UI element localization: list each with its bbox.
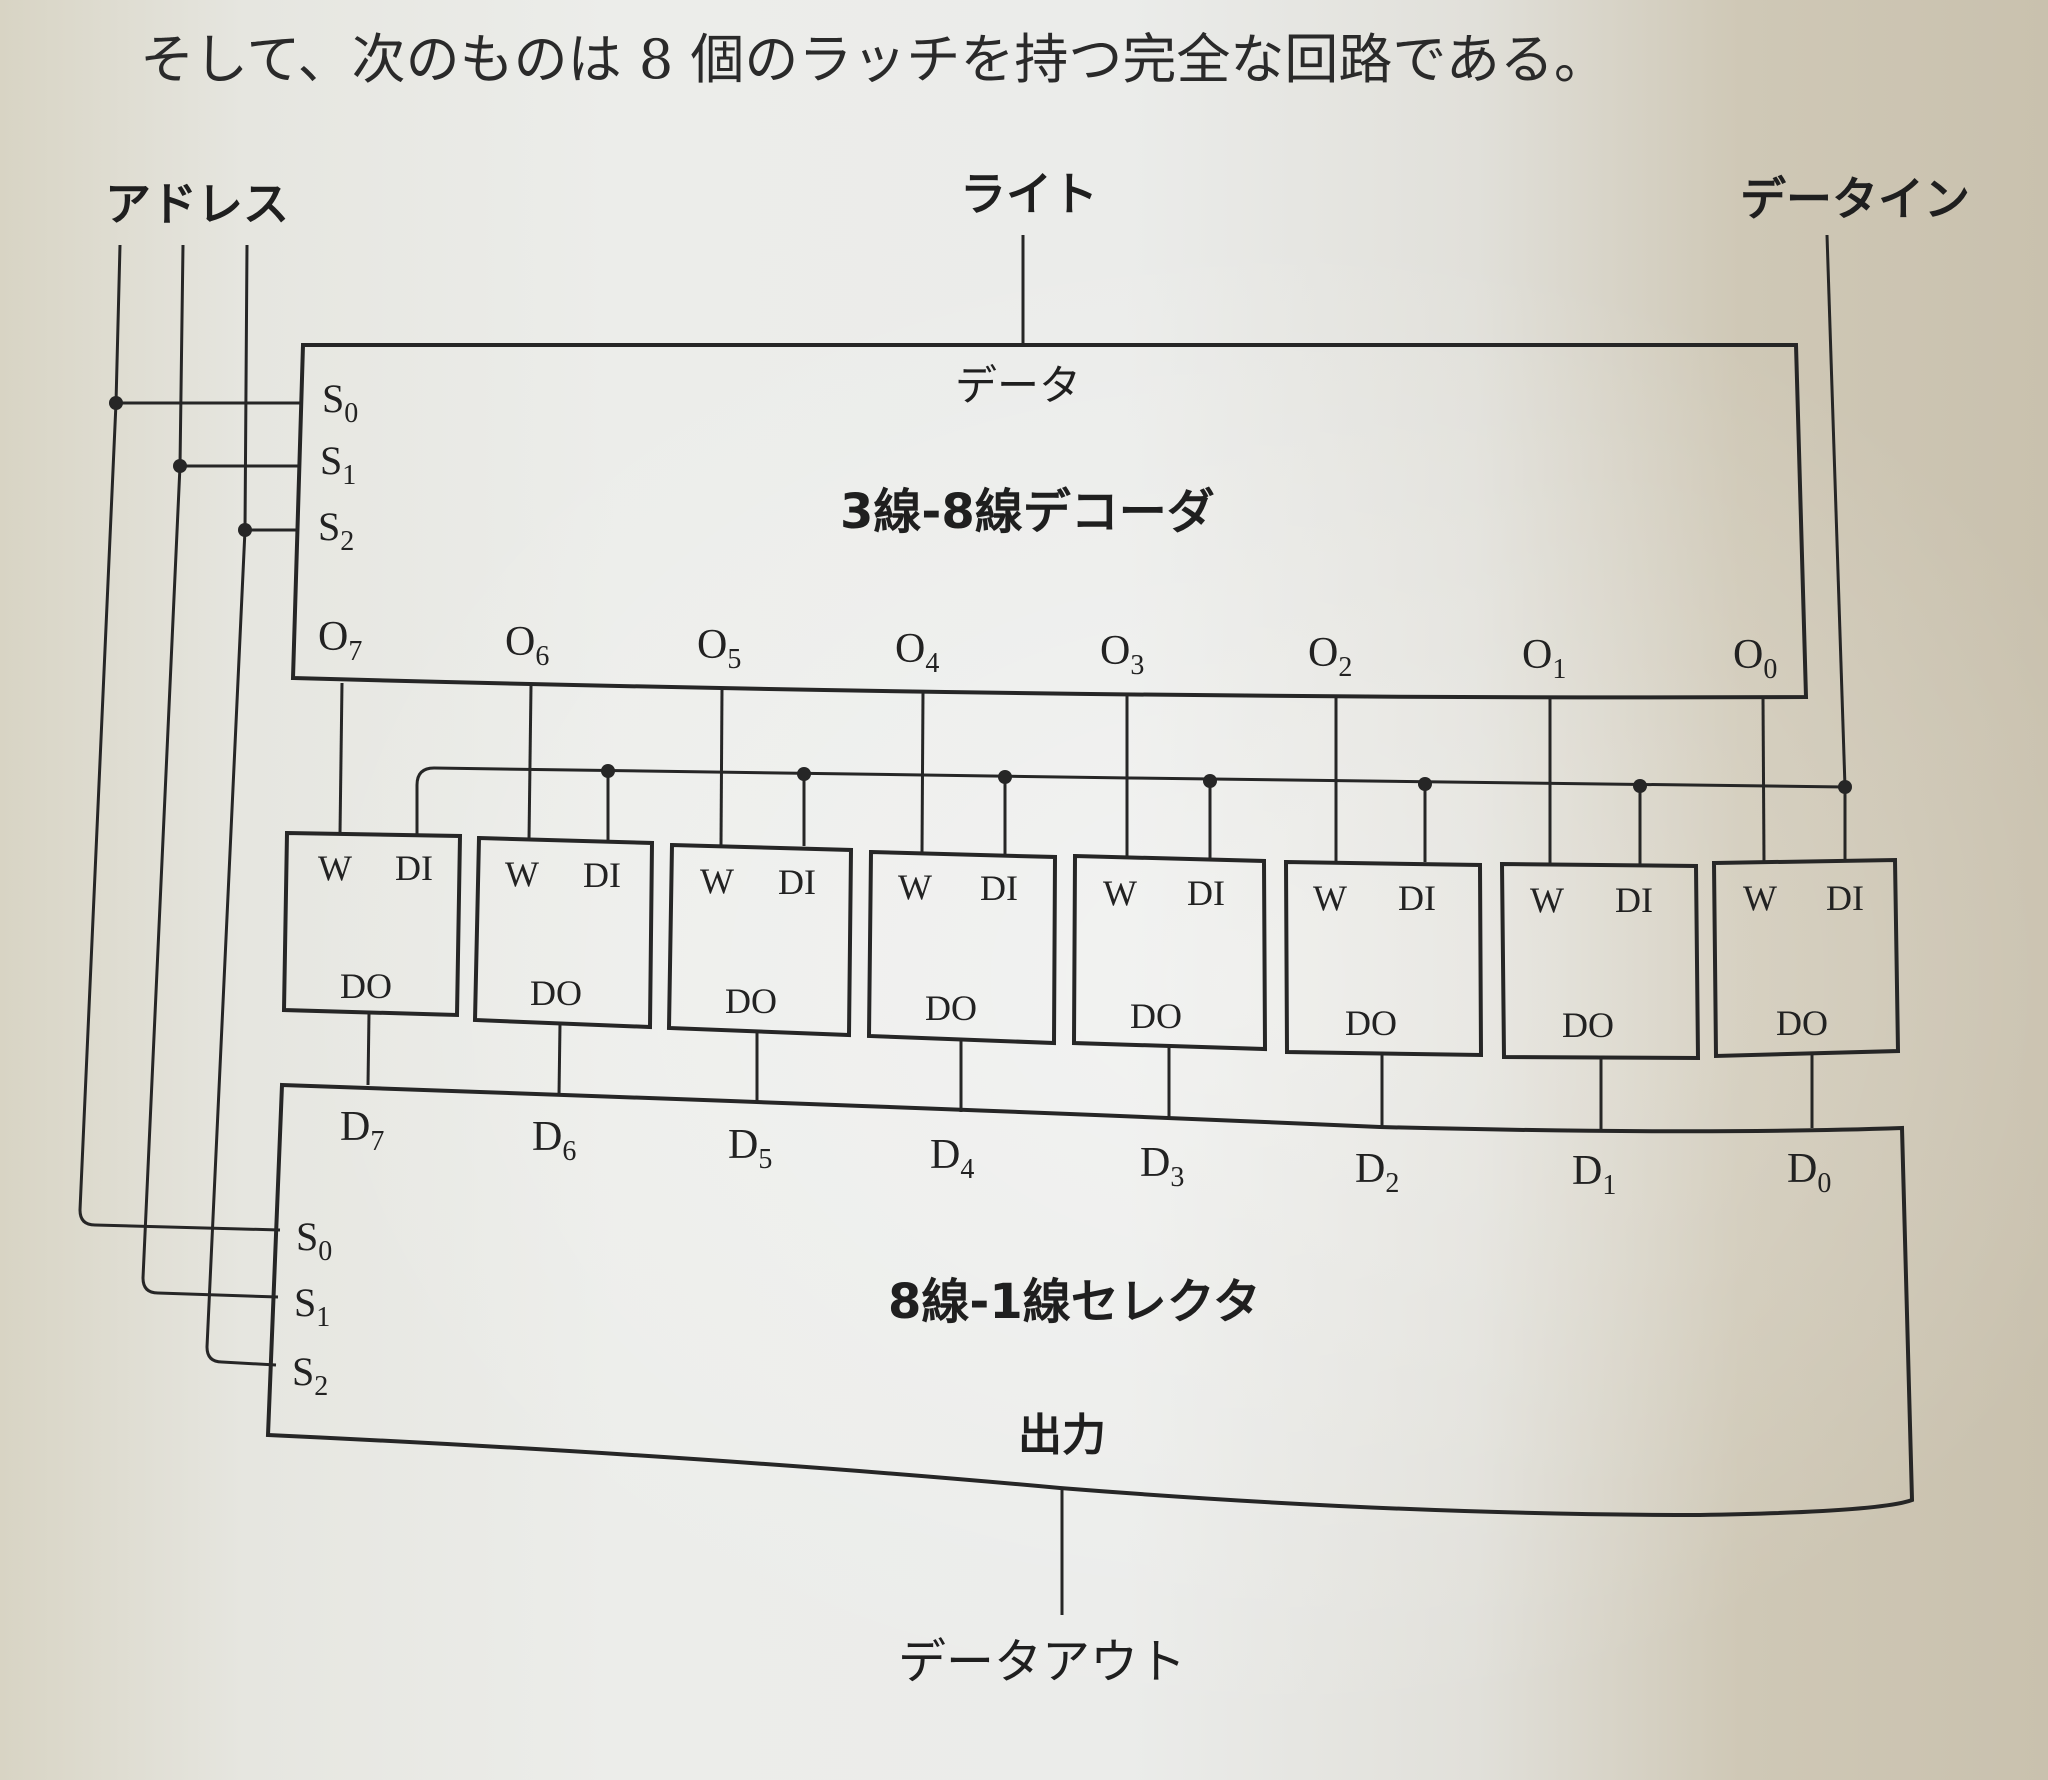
svg-text:DI: DI <box>583 855 621 895</box>
latch-6: W DI DO <box>472 835 655 1030</box>
decoder-output-pins: O7 O6 O5 O4 O3 O2 O1 O0 <box>318 614 1777 685</box>
svg-text:DO: DO <box>1776 1003 1828 1043</box>
data-bus <box>415 764 1852 864</box>
svg-text:DI: DI <box>980 868 1018 908</box>
svg-text:DI: DI <box>1187 873 1225 913</box>
svg-text:DO: DO <box>340 966 392 1006</box>
svg-text:W: W <box>1313 878 1347 918</box>
decoder-title: 3線-8線デコーダ <box>840 484 1215 540</box>
svg-text:DO: DO <box>725 981 777 1021</box>
selector-output-pin: 出力 <box>1018 1410 1106 1461</box>
latch-5: W DI DO <box>666 842 854 1038</box>
svg-text:DO: DO <box>1130 996 1182 1036</box>
decoder-pin-o6: O6 <box>505 619 549 672</box>
svg-text:DI: DI <box>395 848 433 888</box>
svg-text:DO: DO <box>530 973 582 1013</box>
svg-text:W: W <box>1530 880 1564 920</box>
selector-pin-d1: D1 <box>1572 1148 1616 1201</box>
data-out-lines <box>366 1012 1814 1130</box>
decoder-select-pins: S0 S1 S2 <box>318 376 358 557</box>
selector-title: 8線-1線セレクタ <box>888 1274 1261 1330</box>
caption-text: そして、次のものは 8 個のラッチを持つ完全な回路である。 <box>140 28 1608 91</box>
selector-pin-d4: D4 <box>930 1132 974 1185</box>
latch-7: W DI DO <box>281 830 463 1018</box>
selector-pin-d7: D7 <box>340 1104 384 1157</box>
selector-select-pins: S0 S1 S2 <box>292 1214 332 1402</box>
svg-text:DO: DO <box>925 988 977 1028</box>
data-out-label: データアウト <box>898 1634 1186 1690</box>
latch-3: W DI DO <box>1071 853 1268 1052</box>
decoder-pin-o5: O5 <box>697 622 741 675</box>
svg-text:DI: DI <box>1826 878 1864 918</box>
svg-text:DI: DI <box>1615 880 1653 920</box>
latch-1: W DI DO <box>1499 861 1701 1061</box>
selector-input-pins: D7 D6 D5 D4 D3 D2 D1 D0 <box>340 1104 1831 1201</box>
decoder-data-pin: データ <box>955 361 1081 410</box>
latch-0: W DI DO <box>1711 857 1901 1059</box>
selector-pin-s0: S0 <box>296 1214 332 1267</box>
svg-text:DI: DI <box>778 862 816 902</box>
decoder-pin-s0: S0 <box>322 376 358 429</box>
decoder-pin-o2: O2 <box>1308 630 1352 683</box>
svg-text:W: W <box>1743 878 1777 918</box>
svg-text:DI: DI <box>1398 878 1436 918</box>
selector-pin-d5: D5 <box>728 1122 772 1175</box>
address-label: アドレス <box>105 177 289 231</box>
selector-pin-d3: D3 <box>1140 1140 1184 1193</box>
selector-pin-d6: D6 <box>532 1114 576 1167</box>
decoder-pin-o4: O4 <box>895 626 939 679</box>
decoder-pin-s2: S2 <box>318 504 354 557</box>
decoder-pin-o3: O3 <box>1100 628 1144 681</box>
svg-text:DO: DO <box>1345 1003 1397 1043</box>
svg-text:W: W <box>700 861 734 901</box>
write-enable-lines <box>338 682 1766 864</box>
latch-2: W DI DO <box>1283 859 1484 1058</box>
svg-text:W: W <box>505 854 539 894</box>
address-bus <box>78 244 302 1367</box>
selector-pin-s2: S2 <box>292 1349 328 1402</box>
decoder-pin-o1: O1 <box>1522 632 1566 685</box>
selector-pin-d0: D0 <box>1787 1146 1831 1199</box>
data-in-line <box>1825 234 1847 788</box>
decoder-pin-o7: O7 <box>318 614 362 667</box>
svg-text:W: W <box>318 848 352 888</box>
svg-text:W: W <box>1103 873 1137 913</box>
selector-pin-d2: D2 <box>1355 1146 1399 1199</box>
svg-text:W: W <box>898 867 932 907</box>
latch-4: W DI DO <box>866 849 1058 1046</box>
decoder-block: データ 3線-8線デコーダ S0 S1 S2 O7 O6 O5 O4 O3 O2… <box>290 343 1809 700</box>
data-in-label: データイン <box>1740 172 1970 226</box>
decoder-pin-o0: O0 <box>1733 632 1777 685</box>
svg-text:DO: DO <box>1562 1005 1614 1045</box>
selector-block: D7 D6 D5 D4 D3 D2 D1 D0 S0 S1 S2 8線-1線セレ… <box>265 1082 1915 1518</box>
selector-pin-s1: S1 <box>294 1280 330 1333</box>
decoder-pin-s1: S1 <box>320 438 356 491</box>
write-label: ライト <box>960 167 1098 221</box>
